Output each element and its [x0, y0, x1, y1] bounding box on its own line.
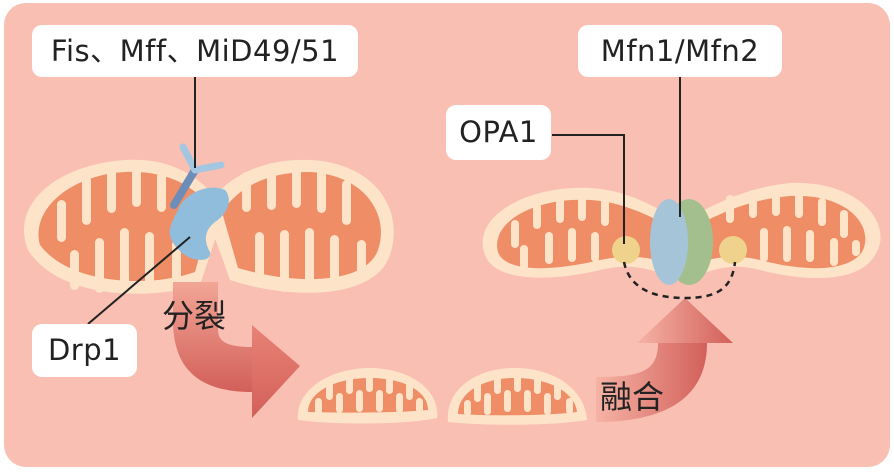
leader-line-opa1 — [552, 134, 625, 244]
label-fis-mff-mid: Fis、Mff、MiD49/51 — [32, 25, 358, 77]
opa1-protein-right-icon — [719, 236, 747, 264]
opa1-tether-dashed-arc — [622, 261, 737, 300]
fission-arrow — [173, 282, 300, 418]
label-mfn1-mfn2: Mfn1/Mfn2 — [578, 25, 782, 77]
fission-process-label: 分裂 — [162, 297, 227, 335]
opa1-protein-left-icon — [612, 236, 640, 264]
fusion-process-label: 融合 — [600, 378, 665, 416]
daughter-mitochondrion-1 — [297, 368, 438, 424]
fis-receptor-icon — [170, 143, 225, 209]
mfn1-protein-icon — [650, 199, 688, 285]
fusion-arrow — [596, 298, 733, 422]
daughter-mitochondrion-2 — [447, 368, 587, 425]
leader-line-drp1 — [87, 236, 191, 325]
label-opa1: OPA1 — [446, 105, 551, 160]
fission-mitochondrion-left-lobe — [24, 159, 225, 294]
fission-mitochondrion-right-lobe — [205, 159, 394, 293]
label-drp1: Drp1 — [32, 324, 137, 377]
